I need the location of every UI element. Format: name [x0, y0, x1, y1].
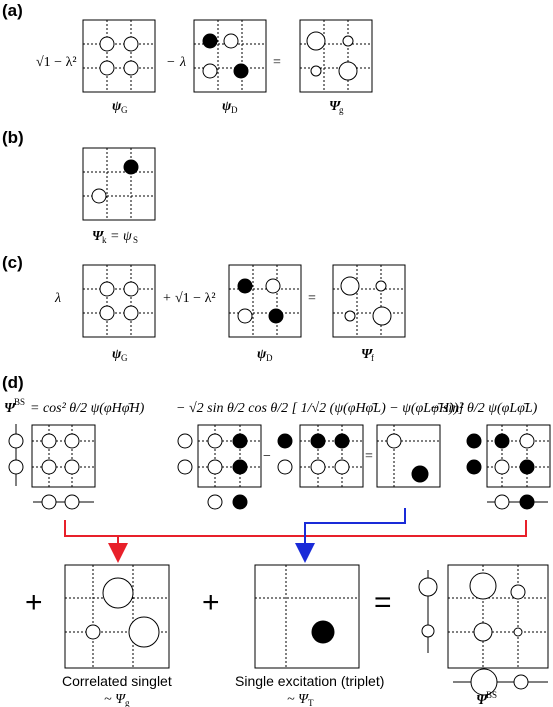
a-label-d-sub: D: [231, 105, 238, 115]
caption-singlet-sub: ~ Ψ: [104, 692, 126, 707]
d-term2: − √2 sin θ/2 cos θ/2 [ 1/√2 (ψ(φHφ̄L) − …: [176, 401, 464, 416]
a-label-g-sub: G: [121, 105, 128, 115]
grid-single-excitation: [254, 564, 360, 669]
a-label-g: ψ: [112, 99, 122, 114]
panel-label-d: (d): [2, 373, 24, 392]
d-minus: −: [263, 449, 271, 464]
b-eq-sub: S: [133, 235, 138, 245]
a-minus: −: [167, 55, 175, 70]
d-grid-hh: [8, 424, 96, 510]
d-grid-ll: [466, 424, 551, 510]
d-grid-hl: [177, 424, 262, 510]
caption-triplet-sub2: T: [308, 698, 314, 707]
d-term3: − sin² θ/2 ψ(φLφ̄L): [430, 401, 538, 416]
a-label-res: Ψ: [329, 99, 342, 114]
d-grid-lh: [277, 424, 364, 488]
blue-connector: [295, 508, 406, 563]
panel-label-a: (a): [2, 1, 23, 20]
d-eq-lhs: Ψ: [4, 401, 17, 416]
c-equals: =: [308, 291, 316, 306]
red-connector: [64, 520, 527, 563]
c-plus: +: [163, 291, 171, 306]
caption-singlet-sub2: g: [125, 698, 130, 707]
c-label-g: ψ: [112, 347, 122, 362]
a-label-res-sub: g: [339, 105, 344, 115]
caption-single-excitation: Single excitation (triplet): [235, 673, 384, 689]
grid-psi-big-f-c: [332, 264, 406, 338]
d-equals-main: =: [374, 586, 392, 619]
c-coef2: √1 − λ²: [175, 291, 216, 306]
c-coef1: λ: [54, 291, 61, 306]
d-term1: = cos² θ/2 ψ(φHφ̄H): [30, 401, 145, 416]
grid-psi-k: [82, 147, 156, 221]
b-eq: = ψ: [110, 229, 132, 244]
grid-psi-g-c: [82, 264, 156, 338]
d-eq-lhs-sup: BS: [14, 397, 25, 407]
caption-correlated-singlet: Correlated singlet: [62, 673, 172, 689]
a-coef1: √1 − λ²: [36, 55, 77, 70]
d-equals-small: =: [365, 449, 373, 464]
grid-broken-symmetry: [418, 564, 549, 696]
c-label-d-sub: D: [266, 353, 273, 363]
c-label-res-sub: f: [371, 353, 374, 363]
d-plus: +: [25, 586, 43, 619]
a-label-d: ψ: [222, 99, 232, 114]
grid-psi-d-c: [228, 264, 302, 338]
d-plus-main: +: [202, 586, 220, 619]
grid-psi-big-g-a: [299, 19, 373, 93]
c-label-g-sub: G: [121, 353, 128, 363]
caption-triplet-sub: ~ Ψ: [287, 692, 309, 707]
b-label: Ψ: [92, 229, 105, 244]
panel-label-b: (b): [2, 128, 24, 147]
panel-label-c: (c): [2, 253, 23, 272]
grid-correlated-singlet: [64, 564, 170, 669]
a-coef2: λ: [179, 55, 186, 70]
caption-bs: Ψ: [476, 693, 489, 707]
grid-psi-g-a: [82, 19, 156, 93]
caption-bs-sup: BS: [486, 690, 497, 700]
d-grid-triplet-small: [376, 424, 441, 488]
grid-psi-d-a: [193, 19, 267, 93]
c-label-res: Ψ: [361, 347, 374, 362]
a-equals: =: [273, 55, 281, 70]
b-label-sub: k: [102, 235, 107, 245]
c-label-d: ψ: [257, 347, 267, 362]
